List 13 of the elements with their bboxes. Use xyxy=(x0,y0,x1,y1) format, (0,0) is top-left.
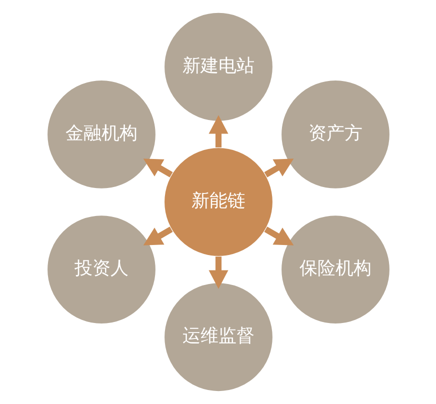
node-circle: 新能链 xyxy=(163,147,273,257)
arrow xyxy=(208,115,228,148)
node-circle: 新建电站 xyxy=(163,12,273,122)
node-circle: 投资人 xyxy=(46,214,156,325)
arrow xyxy=(142,226,172,246)
node-circle: 保险机构 xyxy=(280,214,390,325)
arrow xyxy=(208,256,228,289)
node-circle: 资产方 xyxy=(280,79,390,190)
node-circle: 运维监督 xyxy=(163,282,273,392)
node-circle: 金融机构 xyxy=(46,79,156,190)
arrow xyxy=(264,158,294,178)
arrow xyxy=(264,226,294,246)
arrow xyxy=(142,158,172,178)
